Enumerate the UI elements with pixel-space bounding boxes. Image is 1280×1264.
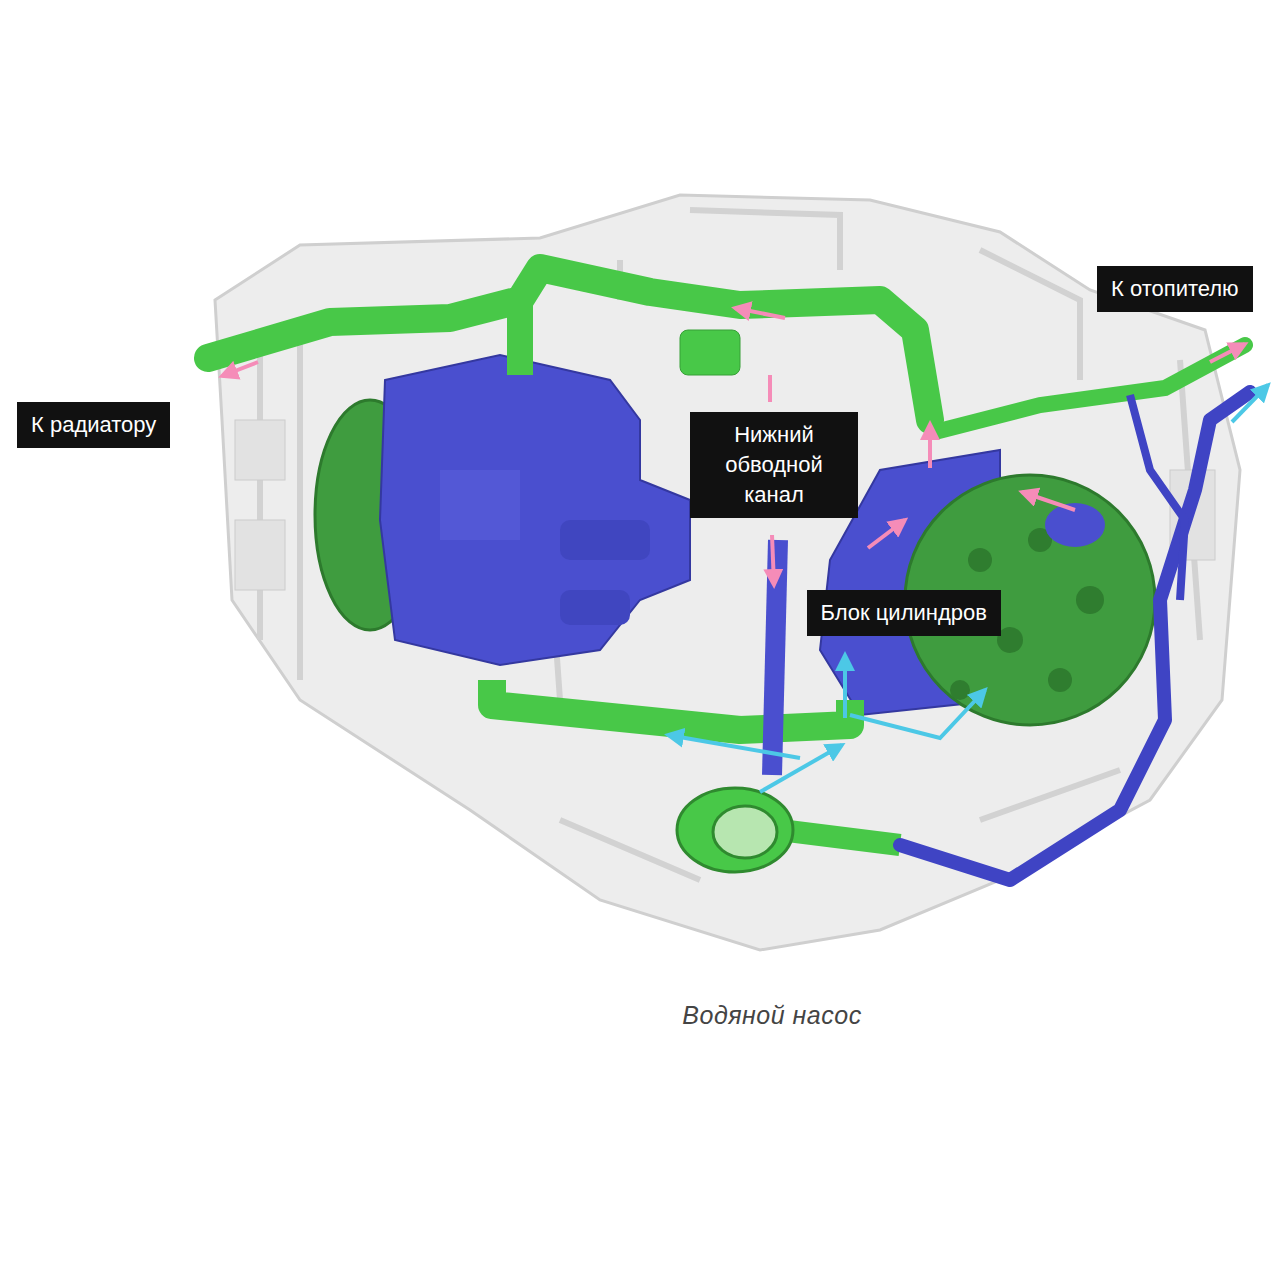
head-hole: [968, 548, 992, 572]
flow-arrow: [668, 735, 800, 758]
callout-label: Блок цилиндров: [821, 598, 987, 628]
flow-arrow: [1232, 385, 1268, 422]
flow-arrow: [843, 655, 847, 718]
callout-label-box: К радиатору: [17, 402, 170, 448]
block-detail: [560, 590, 630, 625]
cylinder-block-left: [380, 355, 690, 665]
figure-caption: Водяной насос: [682, 1001, 861, 1030]
flow-arrow: [1210, 344, 1245, 362]
water-pump: [677, 788, 793, 872]
flow-arrow: [768, 375, 772, 402]
water-pump-inlet: [713, 806, 777, 858]
flow-arrow: [850, 690, 985, 738]
callout-label: Нижний обводной канал: [704, 420, 844, 510]
heater-return-hose: [1130, 395, 1185, 600]
callout-label: К отопителю: [1111, 274, 1239, 304]
upper-coolant-pipe: [507, 305, 533, 375]
block-detail: [560, 520, 650, 560]
flow-arrow: [1022, 492, 1075, 510]
lower-coolant-pipe: [492, 680, 850, 730]
thermostat-housing: [680, 330, 740, 375]
flow-arrow: [760, 745, 842, 792]
callout-label-box: Нижний обводной канал: [690, 412, 858, 518]
flow-arrow: [772, 535, 774, 585]
callout-label: К радиатору: [31, 410, 156, 440]
flow-arrow: [928, 424, 932, 468]
flow-arrow: [735, 308, 785, 318]
head-hole: [950, 680, 970, 700]
block-detail: [440, 470, 520, 540]
callout-label-box: К отопителю: [1097, 266, 1253, 312]
head-hole: [1048, 668, 1072, 692]
flow-arrow: [222, 362, 258, 376]
upper-coolant-pipe: [208, 268, 930, 420]
block-detail: [235, 420, 285, 480]
callout-label-box: Блок цилиндров: [807, 590, 1001, 636]
heater-pipe: [935, 345, 1245, 432]
flow-arrow: [868, 520, 905, 548]
block-detail: [235, 520, 285, 590]
cool-flow-arrows: [668, 385, 1268, 792]
head-hole: [1076, 586, 1104, 614]
heater-return-hose: [900, 392, 1250, 880]
hot-flow-arrows: [222, 308, 1245, 585]
pump-outlet-pipe: [780, 830, 900, 845]
